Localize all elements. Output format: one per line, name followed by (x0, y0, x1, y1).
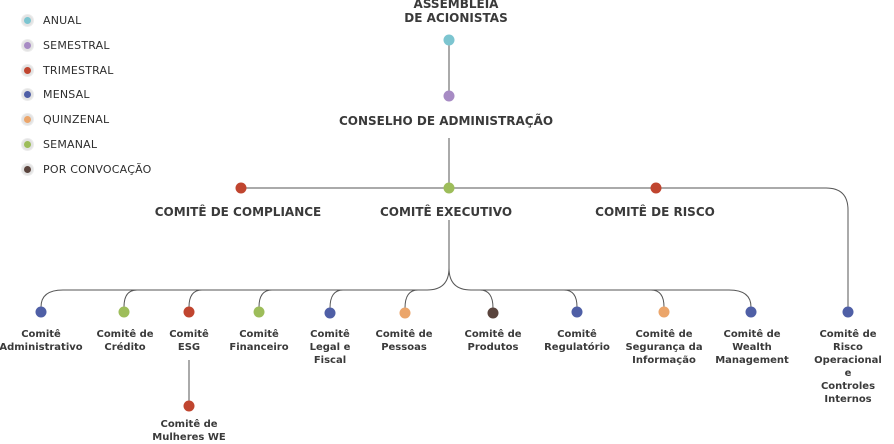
node-label-conselho: CONSELHO DE ADMINISTRAÇÃO (339, 114, 553, 128)
label-risco-operacional: Comitê de Risco Operacional e Controles … (814, 329, 882, 405)
node-label-seguranca: Comitê de Segurança da Informação (625, 328, 702, 367)
node-label-wealth: Comitê de Wealth Management (715, 328, 789, 367)
legend-dot-por-convocacao (22, 163, 33, 175)
legend-label-anual: ANUAL (43, 13, 82, 27)
node-dot-mulheres (183, 400, 195, 412)
node-dot-credito (118, 306, 130, 318)
wire-branch-esg (188, 289, 203, 308)
wire-level3-bus (40, 267, 752, 308)
legend-dot-quinzenal (22, 113, 33, 125)
legend-dot-semestral (22, 39, 33, 51)
node-label-risco: COMITÊ DE RISCO (595, 205, 715, 219)
legend-label-semestral: SEMESTRAL (43, 38, 110, 52)
node-dot-produtos (487, 307, 499, 319)
node-label-administrativo: Comitê Administrativo (0, 328, 83, 354)
wire-branch-regulatorio (563, 289, 578, 308)
node-dot-wealth (745, 306, 757, 318)
node-label-esg: Comitê ESG (169, 328, 209, 354)
label-legal: Comitê Legal e Fiscal (309, 329, 351, 366)
node-dot-regulatorio (571, 306, 583, 318)
label-risco: COMITÊ DE RISCO (595, 205, 715, 219)
label-executivo: COMITÊ EXECUTIVO (379, 205, 513, 219)
wire-branch-credito (123, 289, 138, 308)
node-dot-pessoas (399, 307, 411, 319)
legend-item-quinzenal: QUINZENAL (22, 111, 109, 127)
label-regulatorio: Comitê Regulatório (544, 329, 610, 353)
label-credito: Comitê de Crédito (96, 329, 154, 353)
legend-item-semestral: SEMESTRAL (22, 37, 110, 53)
legend-item-anual: ANUAL (22, 12, 81, 28)
label-administrativo: Comitê Administrativo (0, 329, 83, 353)
legend-item-semanal: SEMANAL (22, 136, 97, 152)
node-label-legal: Comitê Legal e Fiscal (310, 328, 351, 367)
legend-dot-trimestral (22, 64, 33, 76)
node-dot-legal (324, 307, 336, 319)
legend-item-trimestral: TRIMESTRAL (22, 62, 114, 78)
legend-label-mensal: MENSAL (43, 87, 90, 101)
legend-label-semanal: SEMANAL (43, 137, 98, 151)
label-pessoas: Comitê de Pessoas (375, 329, 433, 353)
node-label-executivo: COMITÊ EXECUTIVO (380, 205, 512, 219)
label-esg: Comitê ESG (169, 329, 209, 353)
node-dot-administrativo (35, 306, 47, 318)
node-dot-risco-operacional (842, 306, 854, 318)
node-dot-financeiro (253, 306, 265, 318)
node-dot-conselho (443, 90, 455, 102)
legend-item-mensal: MENSAL (22, 86, 90, 102)
legend-dot-mensal (22, 88, 33, 100)
wire-branch-seguranca (650, 289, 665, 308)
wire-branch-produtos (479, 289, 494, 309)
legend-dot-anual (22, 14, 33, 26)
node-label-assembleia: ASSEMBLEIA DE ACIONISTAS (404, 0, 507, 25)
node-dot-seguranca (658, 306, 670, 318)
node-label-pessoas: Comitê de Pessoas (375, 328, 432, 354)
legend-label-trimestral: TRIMESTRAL (43, 63, 114, 77)
node-dot-esg (183, 306, 195, 318)
label-seguranca: Comitê de Segurança da Informação (625, 329, 703, 366)
node-dot-risco (650, 182, 662, 194)
label-produtos: Comitê de Produtos (464, 329, 522, 353)
wire-branch-legal (329, 289, 344, 309)
wire-branch-financeiro (258, 289, 273, 308)
wire-branch-pessoas (404, 289, 419, 309)
label-assembleia: ASSEMBLEIA DE ACIONISTAS (404, 0, 508, 25)
node-label-financeiro: Comitê Financeiro (229, 328, 288, 354)
node-dot-executivo (443, 182, 455, 194)
node-label-produtos: Comitê de Produtos (464, 328, 521, 354)
label-financeiro: Comitê Financeiro (229, 329, 289, 353)
node-dot-assembleia (443, 34, 455, 46)
label-compliance: COMITÊ DE COMPLIANCE (154, 205, 322, 219)
legend-label-quinzenal: QUINZENAL (43, 112, 110, 126)
label-wealth: Comitê de Wealth Management (715, 329, 789, 366)
legend-item-por-convocacao: POR CONVOCAÇÃO (22, 161, 151, 177)
legend-label-por-convocacao: POR CONVOCAÇÃO (43, 162, 152, 176)
node-label-compliance: COMITÊ DE COMPLIANCE (155, 205, 322, 219)
wire-risco-to-operacional (661, 187, 849, 307)
node-label-credito: Comitê de Crédito (96, 328, 153, 354)
node-label-risco-operacional: Comitê de Risco Operacional e Controles … (814, 328, 882, 406)
legend-dot-semanal (22, 138, 33, 150)
label-mulheres: Comitê de Mulheres WE (152, 419, 226, 443)
node-label-mulheres: Comitê de Mulheres WE (152, 418, 225, 444)
node-dot-compliance (235, 182, 247, 194)
label-conselho: CONSELHO DE ADMINISTRAÇÃO (338, 114, 554, 128)
node-label-regulatorio: Comitê Regulatório (544, 328, 610, 354)
